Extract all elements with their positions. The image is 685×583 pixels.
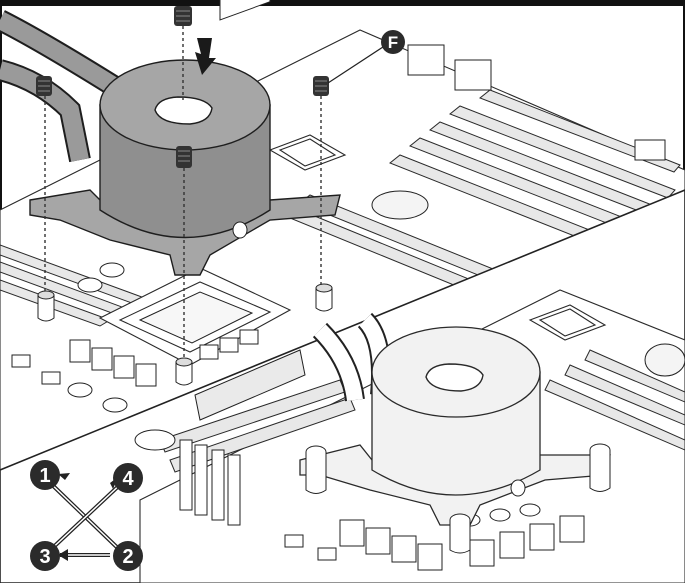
svg-text:4: 4 [122,468,134,490]
bottom-scene [0,189,685,583]
alignment-guides [44,26,322,360]
expansion-slots [179,439,241,526]
top-border [0,0,685,6]
down-arrow [195,38,216,75]
capacitors [67,190,429,413]
cpu-socket [98,267,292,366]
thumbscrews-inset [305,443,611,554]
atx-connector-inset [194,349,306,421]
pump-logo [154,96,213,125]
screw-top-1 [174,6,192,26]
svg-text:2: 2 [122,546,133,568]
dimm-slots-left [0,244,152,327]
vrm-inset [339,515,585,571]
callout-badge [381,30,405,54]
svg-text:1: 1 [39,465,50,487]
sequence-step-3: 3 [30,541,60,571]
screw-top-4 [176,146,192,168]
header-pins [219,0,666,161]
svg-text:3: 3 [39,546,50,568]
screw-sequence: 1 4 3 2 [30,460,143,571]
pin-headers-inset [11,354,337,561]
capacitors-inset [134,343,685,527]
sequence-step-4: 4 [113,463,143,493]
chipset [268,134,347,171]
callout-label: F [388,33,398,52]
sequence-step-1: 1 [30,460,60,490]
standoffs [37,283,333,386]
vrm-blocks [69,329,259,387]
screws-top [36,6,329,168]
dimm-slots-top [289,89,681,309]
screw-top-2 [36,76,52,96]
sequence-step-2: 2 [113,541,143,571]
callout-leader [327,46,384,84]
pump-head-inset [371,326,541,497]
pump-head [99,59,271,239]
chipset-inset [528,304,607,341]
screw-top-3 [313,76,329,96]
